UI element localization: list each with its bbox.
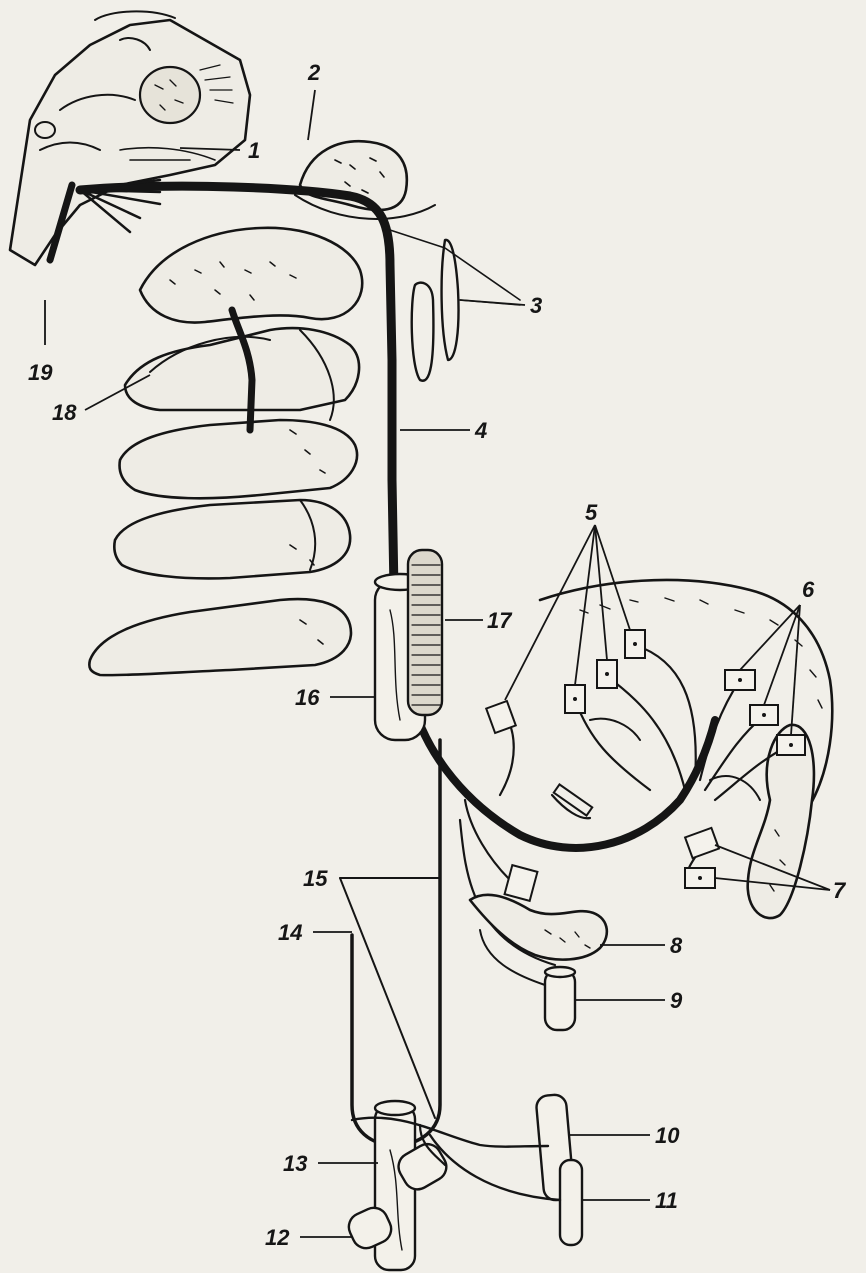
sympathetic-ganglia	[390, 230, 520, 381]
lower-nerve-loop	[340, 740, 440, 1145]
label-11: 11	[655, 1188, 678, 1213]
label-19: 19	[28, 360, 53, 385]
label-4: 4	[474, 418, 487, 443]
skull-base-structure	[10, 11, 250, 265]
label-10: 10	[655, 1123, 680, 1148]
label-15: 15	[303, 866, 328, 891]
label-3: 3	[530, 293, 542, 318]
label-14: 14	[278, 920, 302, 945]
label-5: 5	[585, 500, 598, 525]
label-12: 12	[265, 1225, 290, 1250]
label-17: 17	[487, 608, 513, 633]
label-16: 16	[295, 685, 320, 710]
label-18: 18	[52, 400, 77, 425]
organ-8	[470, 895, 607, 960]
label-9: 9	[670, 988, 683, 1013]
label-13: 13	[283, 1151, 307, 1176]
carotid-vessels	[375, 550, 442, 740]
label-2: 2	[307, 60, 321, 85]
label-7: 7	[833, 878, 847, 903]
label-8: 8	[670, 933, 683, 958]
label-6: 6	[802, 577, 815, 602]
skull-bone-fragment	[295, 141, 435, 219]
cervical-vertebrae	[89, 228, 362, 675]
label-1: 1	[248, 138, 260, 163]
